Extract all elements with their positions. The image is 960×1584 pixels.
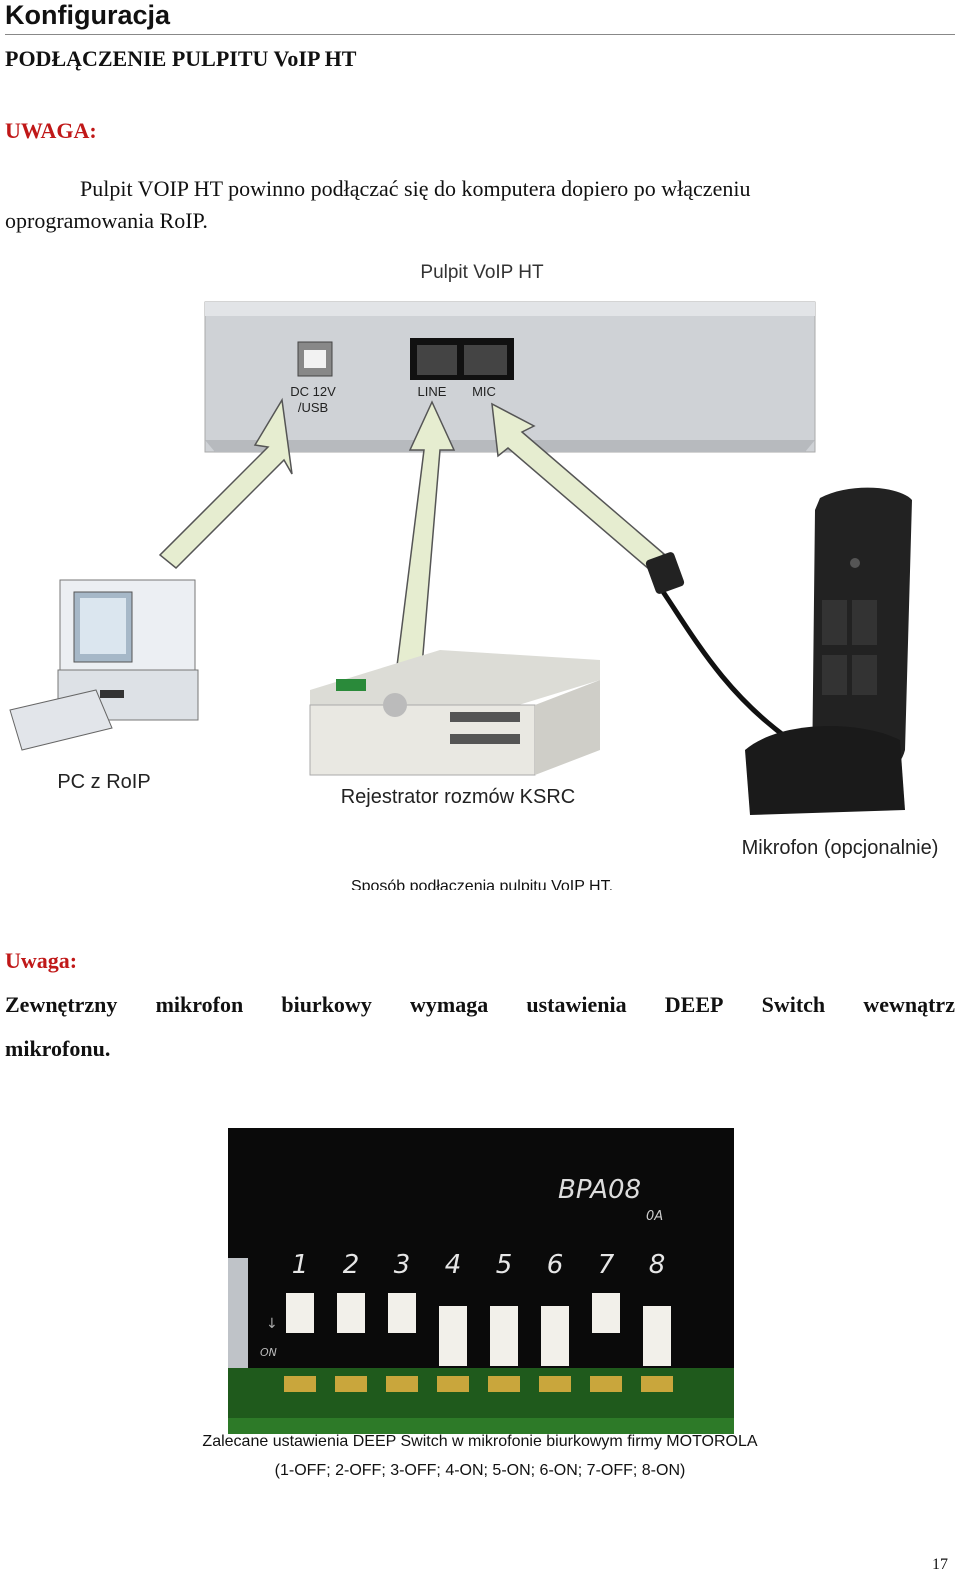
dip-caption-line2: (1-OFF; 2-OFF; 3-OFF; 4-ON; 5-ON; 6-ON; … [274,1462,686,1479]
dip-switch-number: 2 [343,1250,360,1280]
warning-label: UWAGA: [5,118,97,143]
pc-icon [9,579,199,751]
warning2-label: Uwaga: [5,948,78,973]
dip-switch-row: 1 2 3 4 5 6 7 8 [284,1250,673,1392]
chip-sublabel: 0A [646,1209,663,1224]
port-line-label: LINE [418,384,447,399]
port-usb-label-2: /USB [298,400,328,415]
usb-port [297,341,333,377]
microphone-label: Mikrofon (opcjonalnie) [742,837,939,859]
warning2-word: wewnątrz [863,992,955,1017]
rj-ports [410,338,514,380]
solder-pad [386,1376,418,1392]
dip-switch-3 [388,1293,416,1333]
desk-microphone [645,487,912,815]
dip-switch-number: 3 [394,1250,411,1280]
solder-pad [590,1376,622,1392]
dip-switch-number: 5 [496,1250,513,1280]
dip-switch-number: 6 [547,1250,564,1280]
warning-text-line2: oprogramowania RoIP. [5,208,208,233]
solder-pad [284,1376,316,1392]
pc-label: PC z RoIP [57,771,150,793]
dip-switch-8 [643,1306,671,1366]
chip-label: BPA08 [558,1175,641,1205]
warning2-word: ustawienia [526,992,627,1017]
diagram-title: Pulpit VoIP HT [420,262,544,283]
dip-switch-number: 1 [292,1250,309,1280]
warning2-word: biurkowy [281,992,372,1017]
diagram-caption: Sposób podłączenia pulpitu VoIP HT. [351,878,613,890]
on-label: ON [260,1346,277,1359]
warning2-word: mikrofon [155,992,244,1017]
dip-switch-5 [490,1306,518,1366]
recorder-device [309,650,600,776]
dip-switch-photo: BPA08 0A ON ↓ 1 2 3 4 5 6 7 8 [228,1128,734,1434]
page-number: 17 [932,1556,948,1573]
warning2-text-line1: Zewnętrzny mikrofon biurkowy wymaga usta… [5,992,955,1018]
warning2-word: wymaga [409,992,489,1017]
warning2-word: Zewnętrzny [5,992,118,1017]
dip-switch-6 [541,1306,569,1366]
solder-pad [437,1376,469,1392]
port-usb-label: DC 12V [290,384,336,399]
dip-switch-2 [337,1293,365,1333]
warning-text-line1: Pulpit VOIP HT powinno podłączać się do … [80,176,751,201]
dip-switch-number: 7 [598,1250,615,1280]
dip-switch-1 [286,1293,314,1333]
solder-pad [488,1376,520,1392]
port-mic-label: MIC [472,384,496,399]
solder-pad [641,1376,673,1392]
dip-switch-7 [592,1293,620,1333]
warning2-word: DEEP [664,992,724,1017]
connection-diagram: Pulpit VoIP HT DC 12V /USB LINE MIC PC [9,262,939,890]
dip-caption-line1: Zalecane ustawienia DEEP Switch w mikrof… [202,1433,758,1450]
arrow-down-icon: ↓ [266,1316,278,1332]
dip-switch-4 [439,1306,467,1366]
page-header: Konfiguracja [5,0,955,35]
dip-switch-number: 4 [445,1250,462,1280]
section-title: PODŁĄCZENIE PULPITU VoIP HT [5,46,357,71]
arrow-to-usb [158,397,293,570]
solder-pad [539,1376,571,1392]
warning2-text-line2: mikrofonu. [5,1036,111,1061]
recorder-label: Rejestrator rozmów KSRC [341,786,576,808]
dip-switch-number: 8 [649,1250,666,1280]
solder-pad [335,1376,367,1392]
warning2-word: Switch [761,992,826,1017]
header-title: Konfiguracja [5,0,171,30]
